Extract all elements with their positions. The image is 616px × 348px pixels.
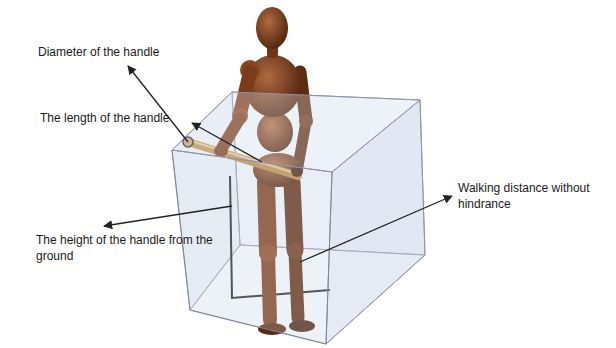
dimension-label: Walking distance without hindrance (458, 180, 610, 212)
enclosure-box (172, 92, 425, 344)
dimension-label: The height of the handle from the ground (36, 232, 214, 264)
leader-lines (104, 66, 452, 262)
dimension-label: Diameter of the handle (38, 44, 208, 60)
enclosure-box-front (172, 92, 425, 344)
dimension-label: The length of the handle (40, 110, 200, 126)
